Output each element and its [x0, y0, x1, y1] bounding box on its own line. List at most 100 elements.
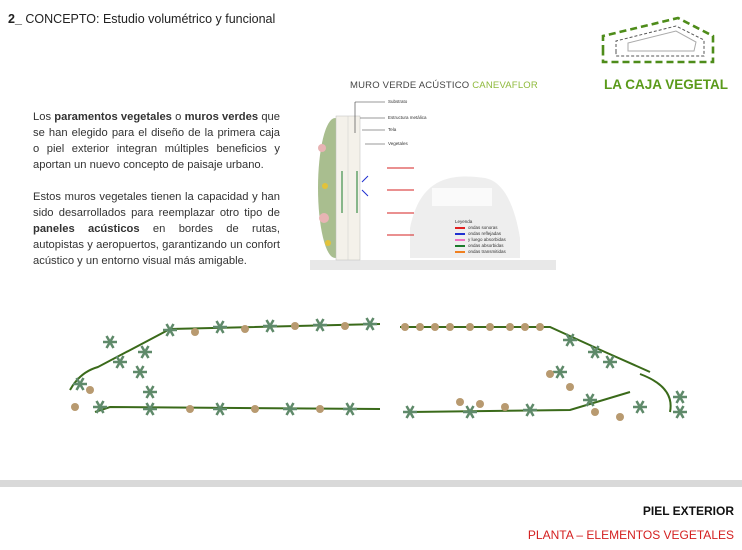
label-tela: Tela [388, 127, 397, 132]
logo-label: LA CAJA VEGETAL [604, 77, 729, 92]
shrub-icon [431, 323, 439, 331]
body-text: Los paramentos vegetales o muros verdes … [33, 109, 280, 285]
legend-title: Leyenda [455, 219, 473, 224]
shrub-icon [546, 370, 554, 378]
shrub-icon [536, 323, 544, 331]
legend-item: y luego absorbidas [455, 237, 506, 243]
plant-icon [603, 355, 617, 369]
plant-icon [263, 319, 277, 333]
legend-item: ondas transmitidas [455, 249, 506, 255]
shrub-icon [416, 323, 424, 331]
text-run: Los [33, 111, 55, 123]
plant-icon [583, 393, 597, 407]
footer-subtitle: PLANTA – ELEMENTOS VEGETALES [527, 528, 734, 542]
legend-item: ondas absorbidas [455, 243, 506, 249]
plan-wall-line [69, 323, 381, 391]
shrub-icon [506, 323, 514, 331]
shrub-icon [456, 398, 464, 406]
shrub-icon [186, 405, 194, 413]
text-run: que se han elegido para el diseño de la … [33, 111, 280, 171]
plant-icon [143, 402, 157, 416]
footer-section: PIEL EXTERIOR [642, 504, 734, 518]
plant-icon [283, 402, 297, 416]
plant-icon [403, 405, 417, 419]
plant-icon [113, 355, 127, 369]
plan-vegetal-elements [69, 317, 687, 421]
plant-icon [138, 345, 152, 359]
plant-icon [103, 335, 117, 349]
plan-wall-line [94, 405, 381, 413]
plant-icon [213, 402, 227, 416]
diagram-brand: CANEVAFLOR [472, 80, 538, 91]
shrub-icon [316, 405, 324, 413]
legend-label: y luego absorbidas [468, 237, 506, 242]
plant-icon [343, 402, 357, 416]
plant-icon [633, 400, 647, 414]
plant-icon [313, 318, 327, 332]
plant-icon [673, 405, 687, 419]
paragraph-1: Los paramentos vegetales o muros verdes … [33, 109, 280, 173]
plant-icon [163, 323, 177, 337]
legend-label: ondas transmitidas [468, 249, 506, 254]
legend-item: ondas reflejadas [455, 231, 506, 237]
text-run: Estos muros vegetales tienen la capacida… [33, 191, 280, 219]
legend-arrow-icon [455, 244, 465, 247]
text-run: o [171, 111, 185, 123]
section-number: 2_ [8, 12, 22, 26]
plant-icon [523, 403, 537, 417]
shrub-icon [291, 322, 299, 330]
plant-icon [463, 405, 477, 419]
shrub-icon [521, 323, 529, 331]
label-estructura: Estructura metálica [388, 115, 427, 120]
legend-arrow-icon [455, 226, 465, 229]
shrub-icon [566, 383, 574, 391]
shrub-icon [616, 413, 624, 421]
plant-icon [213, 320, 227, 334]
shrub-icon [86, 386, 94, 394]
shrub-icon [341, 322, 349, 330]
legend-arrow-icon [455, 232, 465, 235]
shrub-icon [486, 323, 494, 331]
shrub-icon [591, 408, 599, 416]
plant-icon [673, 390, 687, 404]
shrub-icon [476, 400, 484, 408]
divider-band [0, 480, 742, 487]
section-title: CONCEPTO: Estudio volumétrico y funciona… [25, 12, 276, 26]
wall-section-drawing [310, 101, 556, 270]
shrub-icon [191, 328, 199, 336]
acoustic-wall-diagram: MURO VERDE ACÚSTICO CANEVAFLOR Substrato… [310, 78, 556, 272]
legend-label: ondas absorbidas [468, 243, 504, 248]
diagram-title-text: MURO VERDE ACÚSTICO [350, 80, 473, 91]
legend-label: ondas reflejadas [468, 231, 502, 236]
page-title: 2_ CONCEPTO: Estudio volumétrico y funci… [8, 12, 275, 26]
shrub-icon [241, 325, 249, 333]
paragraph-2: Estos muros vegetales tienen la capacida… [33, 189, 280, 269]
plant-icon [363, 317, 377, 331]
shrub-icon [501, 403, 509, 411]
emphasis-text: paneles acústicos [33, 223, 140, 235]
plant-icon [73, 377, 87, 391]
legend-arrow-icon [455, 238, 465, 241]
legend-arrow-icon [455, 250, 465, 253]
text-run: en bordes de rutas, autopistas y aeropue… [33, 223, 280, 267]
emphasis-text: muros verdes [184, 111, 259, 123]
label-substrato: Substrato [388, 99, 408, 104]
emphasis-text: paramentos vegetales [54, 111, 172, 123]
plan-wall-line [400, 326, 651, 373]
plant-icon [553, 365, 567, 379]
caja-vegetal-logo-icon [601, 16, 715, 64]
legend-label: ondas sonoras [468, 225, 498, 230]
label-vegetales: Vegetales [388, 141, 408, 146]
plant-icon [588, 345, 602, 359]
shrub-icon [446, 323, 454, 331]
shrub-icon [466, 323, 474, 331]
diagram-title: MURO VERDE ACÚSTICO CANEVAFLOR [350, 80, 538, 91]
plant-icon [133, 365, 147, 379]
shrub-icon [401, 323, 409, 331]
plant-icon [143, 385, 157, 399]
legend-item: ondas sonoras [455, 225, 506, 231]
plan-wall-line [639, 373, 672, 413]
shrub-icon [71, 403, 79, 411]
plant-icon [93, 400, 107, 414]
